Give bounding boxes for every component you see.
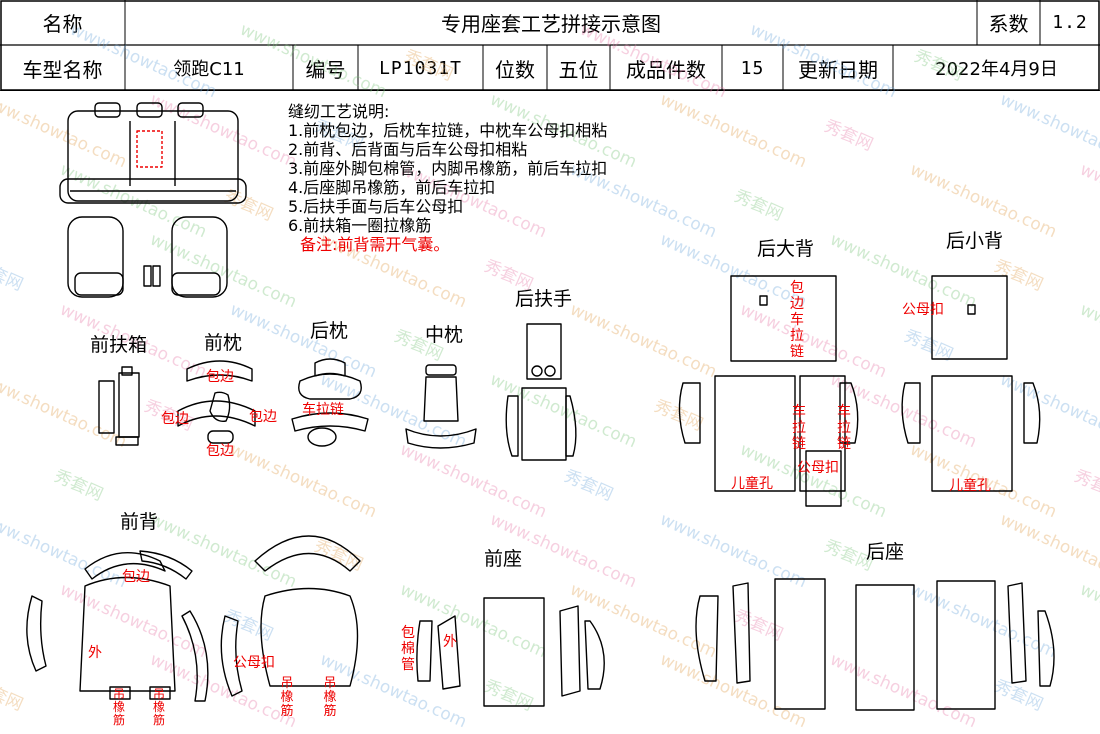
- note-item: 1.前枕包边，后枕车拉链，中枕车公母扣相粘: [288, 121, 608, 140]
- annotation-binding: 包边: [249, 409, 277, 425]
- annotation-hang-elastic: 吊橡筋: [280, 676, 294, 719]
- annotation-hang-elastic: 吊橡筋: [152, 687, 165, 727]
- coef-value: 1.2: [1052, 12, 1088, 33]
- part-rear-seat: 后座: [866, 541, 905, 563]
- annotation-snap: 公母扣: [902, 302, 944, 318]
- rear-big-back-pattern: [678, 275, 859, 507]
- note-item: 2.前背、后背面与后车公母扣相粘: [288, 140, 528, 159]
- annotation-child-hole: 儿童孔: [949, 478, 991, 494]
- front-armrest-box-pattern: [98, 366, 140, 446]
- seats-label: 位数: [495, 57, 535, 82]
- date-value: 2022年4月9日: [935, 59, 1058, 80]
- rear-headrest-pattern: [291, 358, 369, 447]
- sewing-notes: 缝纫工艺说明: 1.前枕包边，后枕车拉链，中枕车公母扣相粘 2.前背、后背面与后…: [288, 102, 607, 254]
- front-back-center-pattern: [220, 535, 361, 697]
- annotation-outer: 外: [88, 645, 102, 661]
- middle-headrest-pattern: [405, 364, 477, 449]
- note-item: 5.后扶手面与后车公母扣: [288, 197, 464, 216]
- notes-remark: 备注:前背需开气囊。: [300, 235, 450, 254]
- page-title: 专用座套工艺拼接示意图: [441, 12, 661, 36]
- annotation-piping: 包棉管: [401, 625, 415, 673]
- rear-seat-pattern: [695, 578, 1055, 711]
- part-front-seat: 前座: [484, 548, 523, 570]
- part-middle-headrest: 中枕: [425, 324, 464, 346]
- annotation-zipper: 车拉链: [302, 402, 344, 418]
- annotation-child-hole: 儿童孔: [731, 476, 773, 492]
- annotation-binding: 包边: [161, 411, 189, 427]
- code-value: LP1031T: [379, 57, 462, 79]
- rear-small-back-pattern: [901, 275, 1041, 492]
- annotation-binding: 包边: [206, 369, 234, 385]
- annotation-hang-elastic: 吊橡筋: [112, 687, 125, 727]
- annotation-zipper: 车拉链: [837, 404, 851, 452]
- notes-title: 缝纫工艺说明:: [288, 102, 390, 121]
- header-table-lines: [0, 0, 1100, 91]
- pattern-drawings: [26, 102, 1055, 711]
- front-seat-pattern: [416, 597, 605, 707]
- seat-overview-illustration: [59, 102, 247, 298]
- model-value: 领跑C11: [173, 59, 245, 80]
- model-label: 车型名称: [22, 57, 103, 82]
- annotation-snap: 公母扣: [233, 655, 275, 671]
- annotation-outer: 外: [443, 634, 457, 650]
- rear-armrest-pattern: [505, 323, 577, 461]
- pieces-value: 15: [740, 57, 765, 79]
- annotation-binding-zipper: 包边车拉链: [790, 280, 804, 360]
- note-item: 3.前座外脚包棉管，内脚吊橡筋，前后车拉扣: [288, 159, 608, 178]
- seats-value: 五位: [558, 57, 599, 82]
- note-item: 4.后座脚吊橡筋，前后车拉扣: [288, 178, 496, 197]
- front-headrest-pattern: [177, 360, 256, 444]
- pieces-label: 成品件数: [626, 57, 706, 82]
- front-back-pattern: [26, 550, 209, 702]
- annotation-hang-elastic: 吊橡筋: [323, 676, 337, 719]
- part-rear-armrest: 后扶手: [515, 288, 573, 310]
- note-item: 6.前扶箱一圈拉橡筋: [288, 216, 432, 235]
- part-rear-headrest: 后枕: [310, 320, 349, 342]
- coef-label: 系数: [988, 12, 1029, 36]
- annotation-binding: 包边: [206, 443, 234, 459]
- part-front-back: 前背: [120, 511, 159, 533]
- part-front-headrest: 前枕: [204, 332, 243, 354]
- name-label: 名称: [42, 12, 83, 36]
- part-rear-big-back: 后大背: [757, 238, 815, 260]
- annotation-snap: 公母扣: [797, 460, 839, 476]
- date-label: 更新日期: [798, 57, 878, 82]
- part-rear-small-back: 后小背: [946, 230, 1004, 252]
- annotation-binding: 包边: [122, 569, 150, 585]
- part-front-armrest-box: 前扶箱: [90, 334, 148, 356]
- annotation-zipper: 车拉链: [792, 404, 806, 452]
- code-label: 编号: [305, 57, 346, 82]
